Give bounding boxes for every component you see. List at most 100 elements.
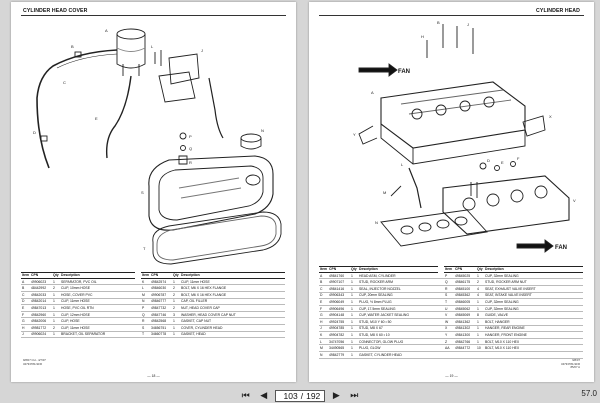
cell-qty: 1 — [350, 285, 358, 293]
cell-qty: 4 — [476, 292, 484, 300]
cell-cpn: 49846005 — [454, 298, 476, 306]
column-gap — [438, 285, 444, 293]
column-gap — [438, 331, 444, 339]
column-gap — [438, 344, 444, 352]
svg-text:D: D — [487, 158, 490, 163]
cell-item: N — [141, 298, 150, 306]
cell-item: Q — [444, 278, 454, 286]
cell-qty: 1 — [476, 272, 484, 280]
fan-label-bottom: FAN — [555, 245, 567, 251]
cell-item: R — [444, 285, 454, 293]
cell-desc: CUP, 17.5mm SEALING — [358, 305, 438, 313]
cell-item: Y — [444, 331, 454, 339]
right-page-title: CYLINDER HEAD — [536, 8, 580, 14]
cell-item: A — [319, 272, 328, 280]
cell-qty: 1 — [172, 278, 180, 286]
svg-text:N: N — [375, 220, 378, 225]
cell-qty: 1 — [350, 298, 358, 306]
cell-cpn: 49845069 — [454, 311, 476, 319]
current-page-input[interactable]: 103 — [283, 390, 298, 401]
cell-qty: 1 — [476, 338, 484, 346]
page-indicator[interactable]: 103 / 192 — [274, 389, 326, 402]
cell-qty: 2 — [52, 284, 60, 292]
cell-qty: 1 — [172, 298, 180, 306]
cell-desc: CONNECTOR, GLOW PLUG — [358, 338, 438, 346]
cell-desc: SEPARATOR, PVC OIL — [60, 278, 135, 286]
cell-qty: 1 — [172, 317, 180, 325]
cell-qty: 2 — [172, 291, 180, 299]
cell-cpn: 49842960 — [30, 311, 52, 319]
cell-desc: PLUG, GLOW — [358, 344, 438, 352]
header-item: Item — [141, 272, 150, 279]
cell-desc: STUD, ROCKER ARM NUT — [484, 278, 583, 286]
cell-cpn: 49841416 — [328, 285, 350, 293]
cell-cpn: 49845100 — [454, 285, 476, 293]
cell-qty: 1 — [350, 344, 358, 352]
column-gap — [438, 292, 444, 300]
cell-desc: CUP, 32mm SEALING — [484, 272, 583, 280]
cell-qty: 1 — [350, 338, 358, 346]
zoom-level[interactable]: 57.0 — [581, 389, 597, 398]
cylinder-head-exploded-view: B H J A X Y D E F L M N V FAN FAN — [353, 20, 576, 253]
cell-qty: 1 — [350, 311, 358, 319]
cell-desc — [484, 351, 583, 359]
left-page: CYLINDER HEAD COVER — [11, 2, 296, 382]
column-gap — [438, 278, 444, 286]
cell-desc: GUIDE, VALVE — [484, 311, 583, 319]
cell-desc: PLUG, ½ 8mm PLUG — [358, 298, 438, 306]
cylinder-head-drawing: B H J A X Y D E F L M N V FAN FAN — [317, 18, 587, 263]
right-footer-id: 9/8/07 34733784-SFR 85/07 A — [561, 358, 580, 370]
header-qty: Qty — [476, 266, 484, 273]
first-page-icon[interactable]: ⏮ — [241, 390, 250, 400]
column-gap — [438, 325, 444, 333]
cell-qty: 1 — [350, 272, 358, 280]
cell-desc: CUP, 32mm SEALING — [484, 305, 583, 313]
cell-qty: 1 — [52, 331, 60, 339]
svg-text:H: H — [421, 34, 424, 39]
cell-desc: HOSE, COVER PVC — [60, 291, 135, 299]
cell-cpn: 49841760 — [328, 272, 350, 280]
cell-cpn: 49904785 — [328, 325, 350, 333]
cell-desc: SEAT, INTAKE VALVE INSERT — [484, 292, 583, 300]
cell-cpn: 49842033 — [30, 291, 52, 299]
cell-item: B — [21, 284, 30, 292]
cell-qty: 1 — [476, 305, 484, 313]
svg-text:C: C — [63, 80, 66, 85]
cell-cpn: 49907107 — [328, 278, 350, 286]
cell-item: K — [319, 331, 328, 339]
cell-item: P — [444, 272, 454, 280]
column-gap — [438, 351, 444, 359]
header-item: Item — [21, 272, 30, 279]
right-parts-table: Item CPN Qty Description Item CPN Qty De… — [319, 266, 583, 359]
header-qty: Qty — [350, 266, 358, 273]
cell-cpn: 49842779 — [328, 351, 350, 359]
cell-item: X — [444, 325, 454, 333]
header-cpn: CPN — [150, 272, 172, 279]
cell-qty: 1 — [52, 278, 60, 286]
footer-line: 9/8/07 — [572, 358, 580, 362]
cell-item: N — [319, 351, 328, 359]
cell-cpn: 49904782 — [328, 331, 350, 339]
column-gap — [438, 318, 444, 326]
cell-desc: CUP, WATER JACKET SEALING — [358, 311, 438, 319]
cell-desc: GASKET, CYLINDER HEAD — [358, 351, 438, 359]
cell-cpn: 49981772 — [30, 324, 52, 332]
cell-item: AA — [444, 344, 454, 352]
svg-text:T: T — [143, 246, 146, 251]
last-page-icon[interactable]: ⏭ — [350, 390, 359, 400]
cell-desc: CUP, 32mm SEALING — [484, 298, 583, 306]
previous-page-icon[interactable]: ◀ — [260, 390, 268, 400]
cell-item: P — [141, 304, 150, 312]
cell-cpn: 49906024 — [30, 331, 52, 339]
cell-desc: STUD, M8 X 60 • 10 — [358, 331, 438, 339]
cell-cpn: 49847732 — [150, 304, 172, 312]
cell-item: K — [141, 278, 150, 286]
cell-desc: BOLT, M6 X 16 HEX FLANGE — [180, 291, 285, 299]
cell-desc: BRACKET, OIL SEPARATOR — [60, 331, 135, 339]
next-page-icon[interactable]: ▶ — [332, 390, 340, 400]
cell-qty: 8 — [476, 311, 484, 319]
